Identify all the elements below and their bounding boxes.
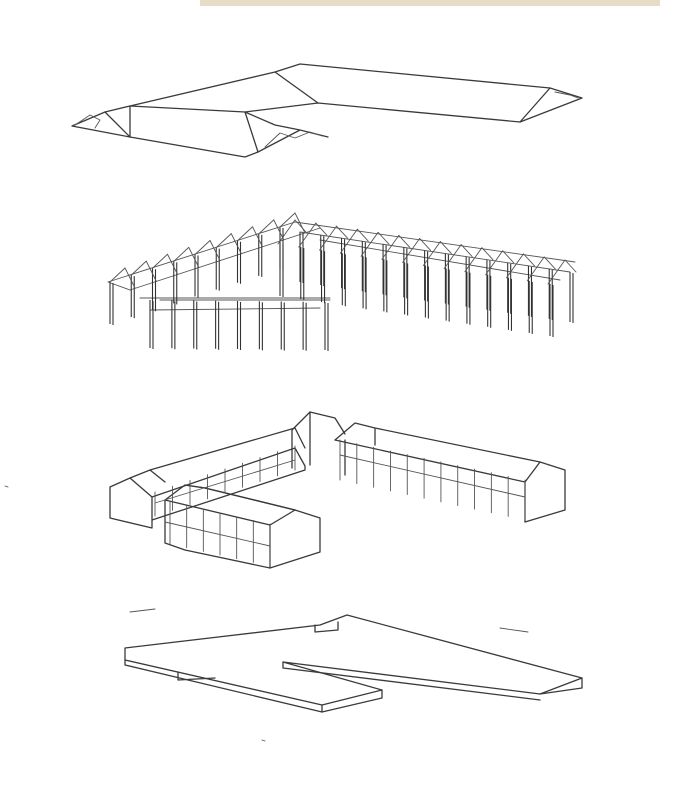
rafter xyxy=(145,260,157,282)
walls-layer xyxy=(109,411,566,569)
rafter xyxy=(237,226,253,242)
rafter xyxy=(188,246,200,268)
rafter xyxy=(439,241,452,254)
rafter xyxy=(526,256,545,282)
rafter xyxy=(252,226,263,248)
rafter xyxy=(315,222,328,236)
rafter xyxy=(294,219,307,233)
wall-rail xyxy=(154,459,296,504)
rafter xyxy=(460,244,473,258)
rafter xyxy=(464,247,483,273)
rafter xyxy=(319,225,337,251)
rafter xyxy=(230,233,242,255)
rafter xyxy=(422,241,441,266)
rafter xyxy=(356,228,369,242)
rafter xyxy=(523,253,535,267)
floor-plan-layer xyxy=(124,608,583,713)
rafter xyxy=(485,250,504,276)
roof-layer xyxy=(71,63,583,158)
rafter xyxy=(215,233,232,249)
rafter xyxy=(419,238,432,251)
rafter xyxy=(298,222,317,248)
rafter xyxy=(209,240,221,261)
rafter xyxy=(502,250,515,264)
stray-pencil-marks xyxy=(4,485,266,742)
rafter xyxy=(173,246,190,262)
rafter xyxy=(564,259,577,273)
rafter xyxy=(377,231,390,245)
rafter xyxy=(109,267,126,283)
timber-frame-layer xyxy=(107,212,577,351)
rafter xyxy=(402,238,421,263)
wall-rail xyxy=(164,521,271,547)
rafter xyxy=(130,260,147,276)
rafter xyxy=(124,267,136,289)
rafter xyxy=(279,212,296,228)
rafter xyxy=(506,253,524,279)
rafter xyxy=(294,212,306,234)
rafter xyxy=(398,234,411,248)
rafter xyxy=(152,253,168,269)
rafter xyxy=(339,228,358,254)
rafter xyxy=(381,234,400,260)
rafter xyxy=(547,259,566,285)
rafter xyxy=(360,231,379,257)
rafter xyxy=(443,244,462,270)
rafter xyxy=(194,240,211,255)
rafter xyxy=(543,256,556,270)
rafter xyxy=(336,225,348,239)
rafter xyxy=(277,219,296,245)
wall-rail xyxy=(339,454,526,498)
rafter xyxy=(273,219,285,241)
paper-tape xyxy=(200,0,660,6)
rafter xyxy=(258,219,275,235)
rafter xyxy=(167,253,178,275)
rafter xyxy=(481,247,494,261)
